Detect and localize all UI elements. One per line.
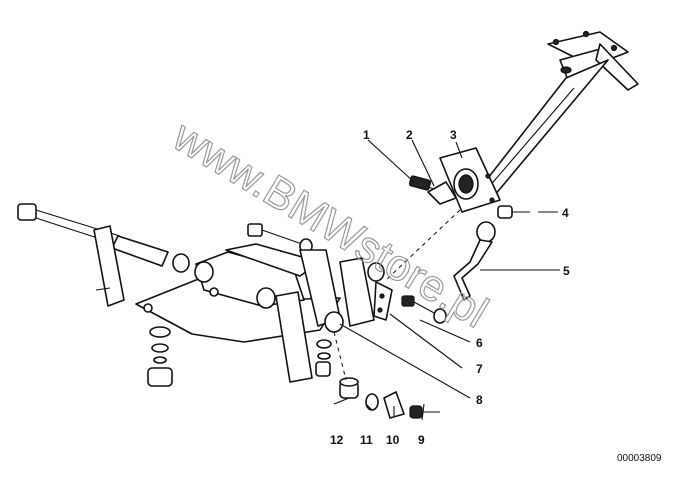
bolt-part-6 xyxy=(401,295,447,324)
center-washer-stack xyxy=(315,339,332,377)
washer-part-11 xyxy=(365,393,379,411)
callout-7: 7 xyxy=(476,362,483,376)
lever-part-5 xyxy=(453,221,496,301)
plate-part-7 xyxy=(373,281,393,321)
callout-11: 11 xyxy=(360,433,373,447)
clip-part-10 xyxy=(383,391,405,419)
clip-part-2 xyxy=(427,181,457,205)
callout-3: 3 xyxy=(450,128,457,142)
screw-part-4 xyxy=(497,205,530,219)
assembly-guides xyxy=(333,209,461,381)
callout-5: 5 xyxy=(563,264,570,278)
leader-lines xyxy=(333,139,560,421)
callout-2: 2 xyxy=(406,128,413,142)
pedal-bracket xyxy=(135,243,385,383)
callout-4: 4 xyxy=(562,206,569,220)
left-washer-stack xyxy=(147,326,173,387)
shaft-tube xyxy=(473,30,639,197)
callout-9: 9 xyxy=(418,433,425,447)
callout-1: 1 xyxy=(363,128,370,142)
callout-labels: 1 2 3 4 5 6 7 8 9 10 11 12 xyxy=(330,128,570,447)
left-bracket xyxy=(93,225,125,307)
nut-part-9 xyxy=(409,405,440,419)
callout-12: 12 xyxy=(330,433,344,447)
bushing-part-12 xyxy=(339,377,359,399)
bracket-part-3 xyxy=(439,147,501,213)
callout-10: 10 xyxy=(386,433,400,447)
callout-8: 8 xyxy=(476,393,483,407)
callout-6: 6 xyxy=(476,336,483,350)
drawing-number: 00003809 xyxy=(617,453,662,464)
